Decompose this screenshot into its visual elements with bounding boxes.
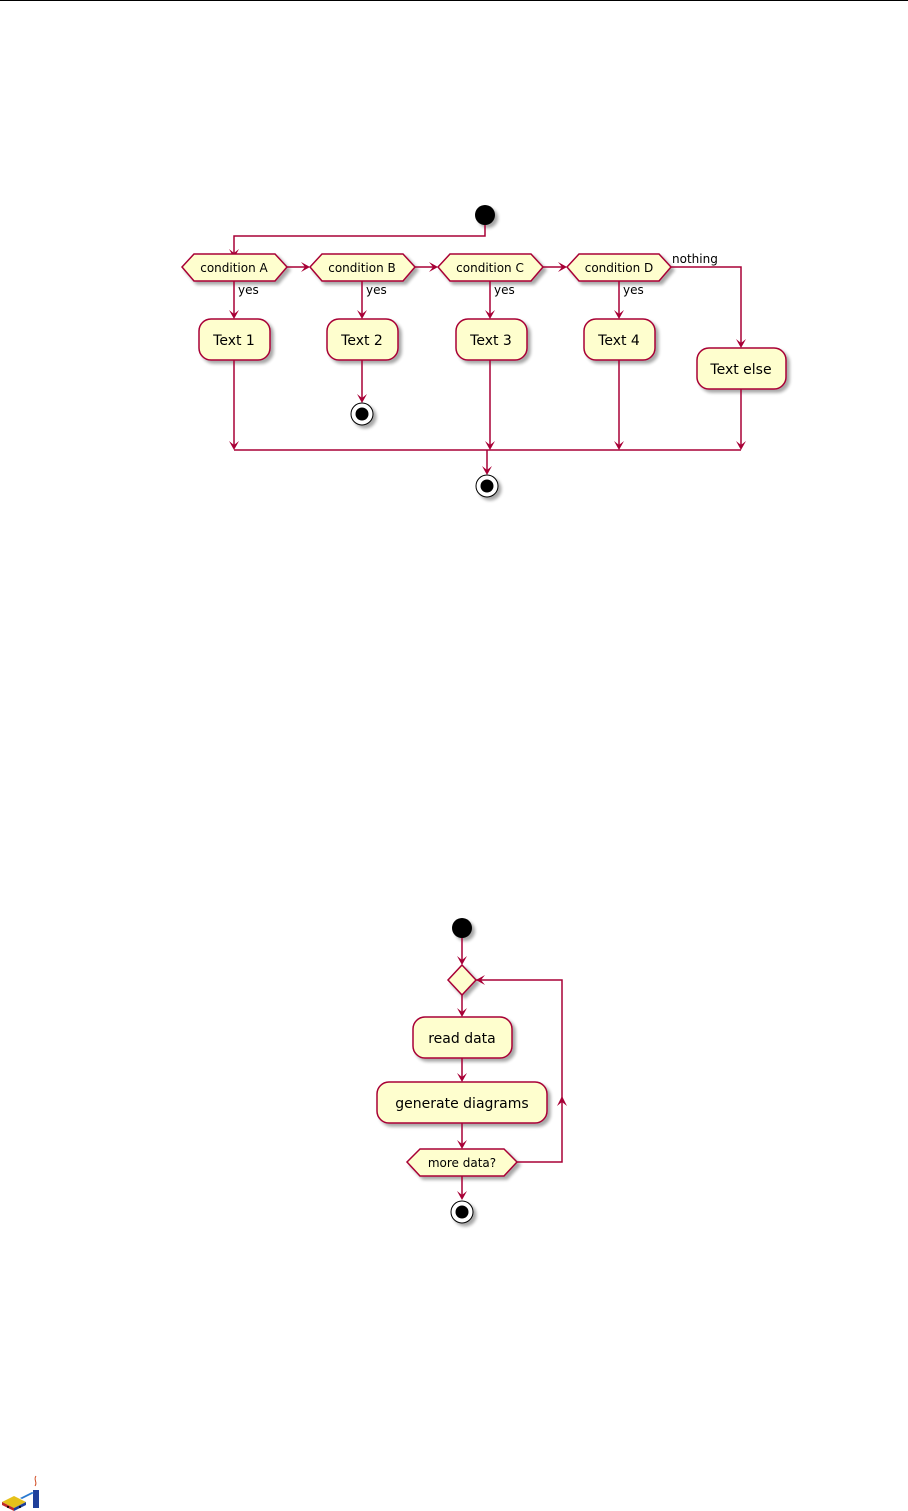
arrowhead — [485, 441, 495, 450]
action-label-generate-diagrams: generate diagrams — [395, 1096, 528, 1112]
arrowhead — [457, 1191, 467, 1200]
arrowhead — [457, 1073, 467, 1082]
arrowhead — [482, 466, 492, 475]
start-node — [452, 918, 472, 938]
arrowhead — [229, 441, 239, 450]
action-label-3: Text 3 — [469, 333, 512, 349]
arrowhead — [357, 394, 367, 403]
arrowhead — [476, 975, 485, 985]
action-label-2: Text 2 — [340, 333, 383, 349]
flow-line — [671, 266, 742, 344]
action-text-3 — [455, 318, 528, 361]
arrowhead — [558, 262, 567, 272]
arrowhead — [229, 310, 239, 319]
start-node — [475, 205, 495, 225]
arrowhead — [736, 339, 746, 348]
action-label-1: Text 1 — [212, 333, 255, 349]
condition-label-c: condition C — [456, 261, 524, 275]
condition-label-more-data: more data? — [428, 1156, 496, 1170]
arrowhead — [614, 441, 624, 450]
arrowhead — [557, 1096, 567, 1106]
arrowhead — [357, 310, 367, 319]
decision-more-data — [405, 1148, 519, 1177]
stop-node — [450, 1200, 474, 1224]
loop-merge-diamond — [446, 963, 478, 997]
flow-line — [233, 225, 486, 254]
action-label-4: Text 4 — [597, 333, 640, 349]
decision-condition-a — [180, 253, 289, 282]
branch-label-nothing: nothing — [672, 252, 718, 266]
action-label-else: Text else — [709, 362, 771, 378]
branch-label-yes: yes — [366, 283, 387, 297]
arrowhead — [457, 1008, 467, 1017]
arrowhead — [485, 310, 495, 319]
branch-label-yes: yes — [238, 283, 259, 297]
arrowhead — [429, 262, 438, 272]
condition-label-b: condition B — [328, 261, 396, 275]
branch-label-yes: yes — [494, 283, 515, 297]
stop-node — [475, 474, 499, 498]
arrowhead — [457, 956, 467, 965]
arrowhead — [614, 310, 624, 319]
arrowhead — [736, 441, 746, 450]
publisher-logo-icon — [2, 1475, 39, 1511]
action-label-read-data: read data — [428, 1031, 496, 1047]
condition-label-a: condition A — [200, 261, 268, 275]
arrowhead — [301, 262, 310, 272]
branch-label-yes: yes — [623, 283, 644, 297]
page-header-rule — [0, 0, 908, 1]
loop-back-line — [476, 979, 563, 1163]
condition-label-d: condition D — [585, 261, 654, 275]
stop-node — [350, 402, 374, 426]
diagram-2 — [376, 918, 567, 1224]
diagram-1 — [180, 205, 787, 498]
arrowhead — [457, 1140, 467, 1149]
